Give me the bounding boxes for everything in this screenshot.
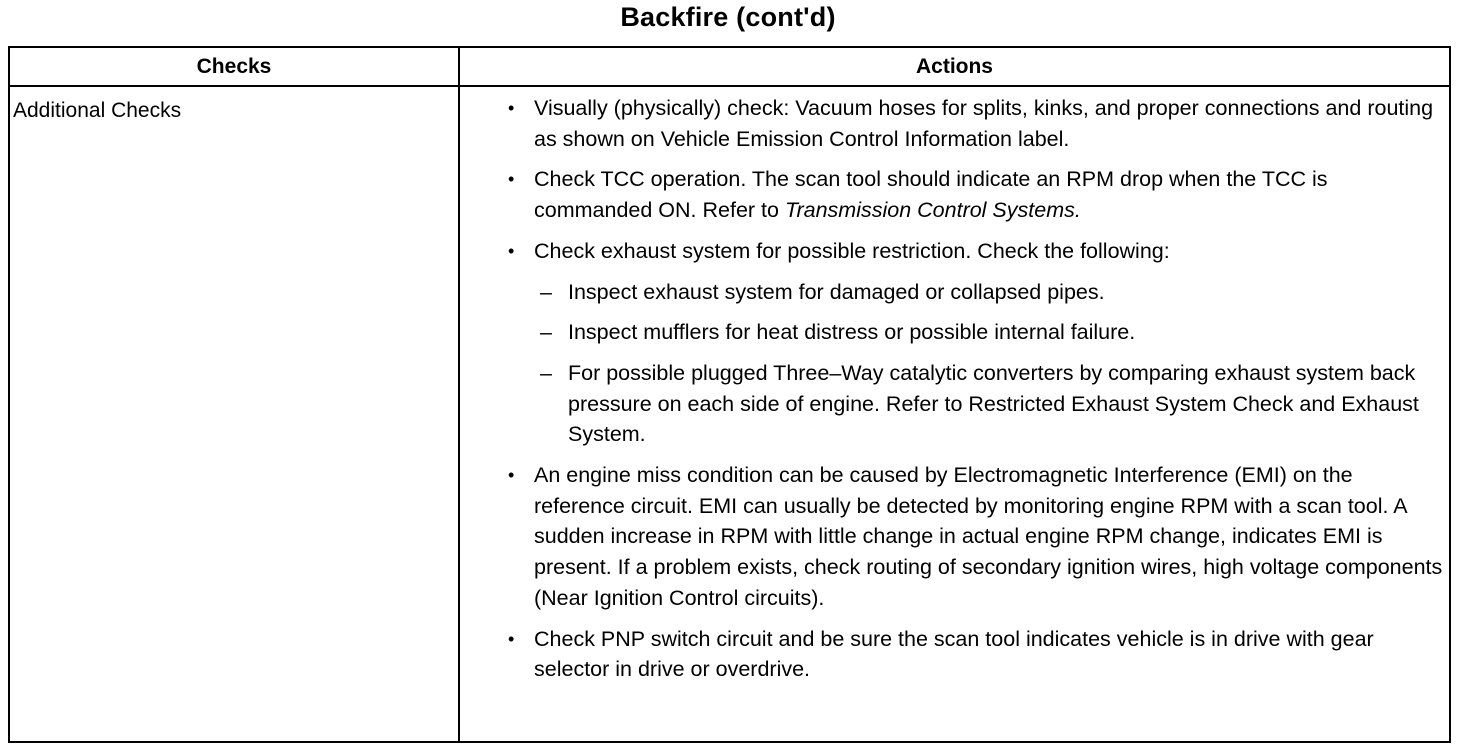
table-row: Additional Checks • Visually (physically… [8, 85, 1451, 743]
action-item: • Visually (physically) check: Vacuum ho… [460, 93, 1443, 154]
action-text: Check exhaust system for possible restri… [534, 238, 1170, 263]
bullet-icon: • [508, 628, 515, 649]
column-header-actions: Actions [458, 46, 1451, 87]
action-text: Check PNP switch circuit and be sure the… [534, 626, 1374, 682]
reference-text: Transmission Control Systems. [784, 198, 1081, 223]
table-header-row: Checks Actions [8, 46, 1451, 87]
sub-action-item: – Inspect mufflers for heat distress or … [534, 317, 1443, 348]
page-title: Backfire (cont'd) [620, 2, 836, 32]
check-cell: Additional Checks [8, 85, 460, 743]
sub-action-text: Inspect mufflers for heat distress or po… [568, 320, 1136, 345]
action-list: • Visually (physically) check: Vacuum ho… [460, 93, 1443, 685]
column-header-checks: Checks [8, 46, 460, 87]
checks-actions-table: Checks Actions Additional Checks • Visua… [8, 46, 1451, 743]
action-item: • An engine miss condition can be caused… [460, 460, 1443, 614]
sub-action-text: For possible plugged Three–Way catalytic… [568, 360, 1419, 447]
action-cell: • Visually (physically) check: Vacuum ho… [458, 85, 1451, 743]
action-item: • Check PNP switch circuit and be sure t… [460, 624, 1443, 685]
dash-icon: – [540, 320, 552, 345]
bullet-icon: • [508, 169, 515, 190]
dash-icon: – [540, 279, 552, 304]
action-text: Visually (physically) check: Vacuum hose… [534, 96, 1434, 151]
dash-icon: – [540, 360, 552, 385]
action-text: Check TCC operation. The scan tool shoul… [534, 167, 1328, 223]
bullet-icon: • [508, 98, 515, 118]
bullet-icon: • [508, 240, 515, 261]
sub-action-item: – For possible plugged Three–Way catalyt… [534, 358, 1443, 450]
sub-action-list: – Inspect exhaust system for damaged or … [534, 277, 1443, 451]
action-item: • Check TCC operation. The scan tool sho… [460, 164, 1443, 225]
sub-action-text: Inspect exhaust system for damaged or co… [568, 279, 1105, 304]
action-text: An engine miss condition can be caused b… [534, 463, 1443, 610]
sub-action-item: – Inspect exhaust system for damaged or … [534, 277, 1443, 308]
bullet-icon: • [508, 465, 515, 486]
action-item: • Check exhaust system for possible rest… [460, 236, 1443, 450]
